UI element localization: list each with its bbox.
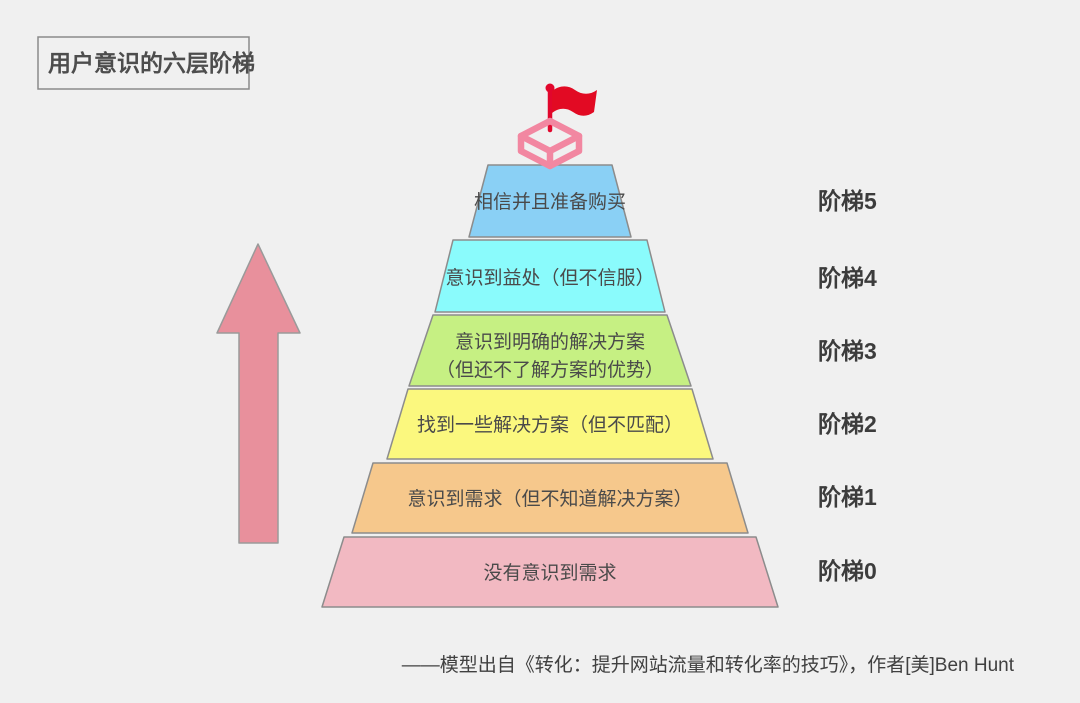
level-3-text-line1: 意识到明确的解决方案: [455, 331, 645, 353]
stage-label-1: 阶梯1: [818, 484, 877, 510]
stage-label-4: 阶梯4: [818, 265, 877, 291]
level-3-text-line2: （但还不了解方案的优势）: [436, 359, 664, 381]
pyramid: 相信并且准备购买 意识到益处（但不信服） 意识到明确的解决方案 （但还不了解方案…: [321, 164, 779, 608]
page-title: 用户意识的六层阶梯: [48, 50, 255, 76]
level-4-text: 意识到益处（但不信服）: [445, 267, 654, 289]
up-arrow-icon: [216, 243, 301, 544]
box-icon: [517, 117, 583, 170]
flag-on-box-icon: [517, 83, 597, 170]
title-box: 用户意识的六层阶梯: [37, 36, 255, 90]
stage-label-3: 阶梯3: [818, 338, 877, 364]
pyramid-level-1: [351, 462, 749, 534]
stage-label-0: 阶梯0: [818, 558, 877, 584]
level-0-text: 没有意识到需求: [483, 562, 616, 584]
stage-label-5: 阶梯5: [818, 188, 877, 214]
level-5-text: 相信并且准备购买: [474, 191, 626, 213]
stage-labels: 阶梯5 阶梯4 阶梯3 阶梯2 阶梯1 阶梯0: [818, 188, 877, 584]
level-1-text: 意识到需求（但不知道解决方案）: [407, 488, 692, 510]
pyramid-level-2: [386, 388, 714, 460]
flag-pole-ball: [545, 83, 555, 93]
flag-icon: [552, 86, 597, 116]
level-2-text: 找到一些解决方案（但不匹配）: [417, 414, 683, 436]
box-inner-edges: [517, 132, 583, 170]
stage-label-2: 阶梯2: [818, 411, 877, 437]
pyramid-level-5: [468, 164, 632, 238]
pyramid-level-4: [434, 239, 666, 313]
pyramid-level-0: [321, 536, 779, 608]
caption: ——模型出自《转化：提升网站流量和转化率的技巧》，作者[美]Ben Hunt: [402, 654, 1015, 676]
pyramid-level-3: [408, 314, 692, 387]
title-box-border: [37, 36, 250, 90]
